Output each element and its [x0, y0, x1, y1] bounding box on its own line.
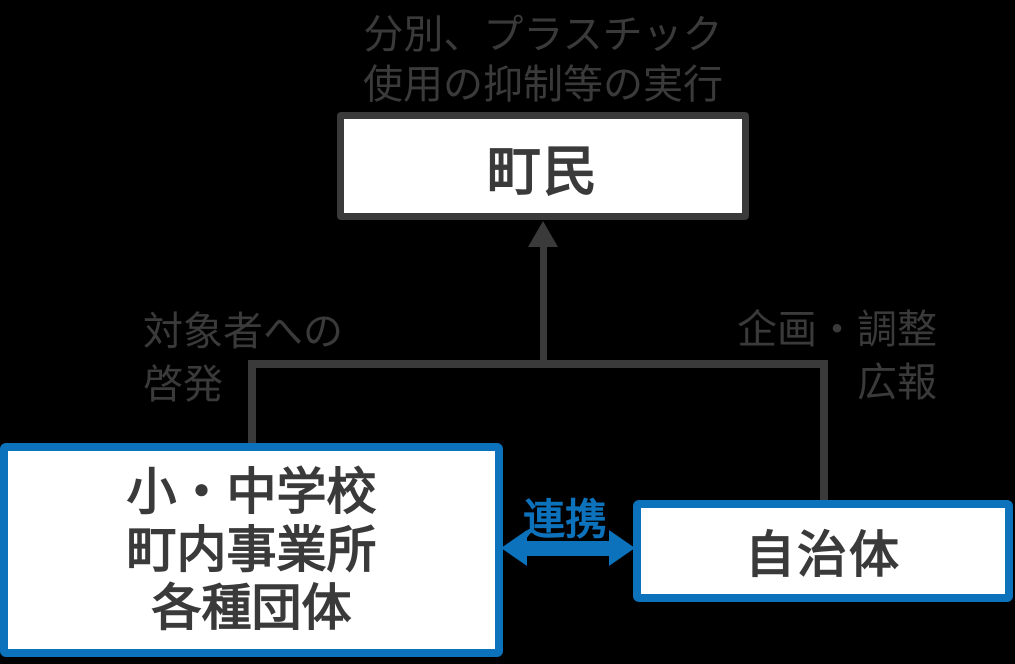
schools-box: 小・中学校 町内事業所 各種団体 [0, 443, 503, 657]
up-arrowhead-icon [528, 221, 558, 247]
planning-label-line1: 企画・調整 [737, 308, 937, 352]
outreach-label-line2: 啓発 [143, 363, 223, 407]
schools-box-line2: 町内事業所 [126, 522, 377, 578]
cooperation-arrowhead-left-icon [501, 530, 527, 566]
residents-action-label-line2: 使用の抑制等の実行 [363, 63, 723, 107]
cooperation-arrowhead-right-icon [609, 530, 635, 566]
connector-right-vertical-line [820, 360, 828, 502]
cooperation-arrow [525, 541, 611, 556]
planning-label-line2: 広報 [857, 361, 937, 405]
connector-horizontal-line [248, 360, 828, 368]
residents-box: 町民 [337, 112, 749, 220]
cooperation-label: 連携 [522, 496, 607, 543]
connector-left-vertical-line [248, 360, 256, 445]
municipality-box-label: 自治体 [745, 527, 901, 583]
residents-box-label: 町民 [487, 141, 599, 202]
planning-label: 企画・調整 広報 [737, 304, 937, 410]
schools-box-line3: 各種団体 [151, 580, 352, 636]
up-arrow-line [540, 245, 547, 363]
residents-action-label-line1: 分別、プラスチック [363, 13, 723, 57]
schools-box-line1: 小・中学校 [126, 464, 377, 520]
outreach-label-line1: 対象者への [143, 310, 343, 354]
outreach-label: 対象者への 啓発 [143, 306, 343, 412]
municipality-box: 自治体 [633, 500, 1013, 602]
residents-action-label: 分別、プラスチック 使用の抑制等の実行 [343, 10, 743, 110]
